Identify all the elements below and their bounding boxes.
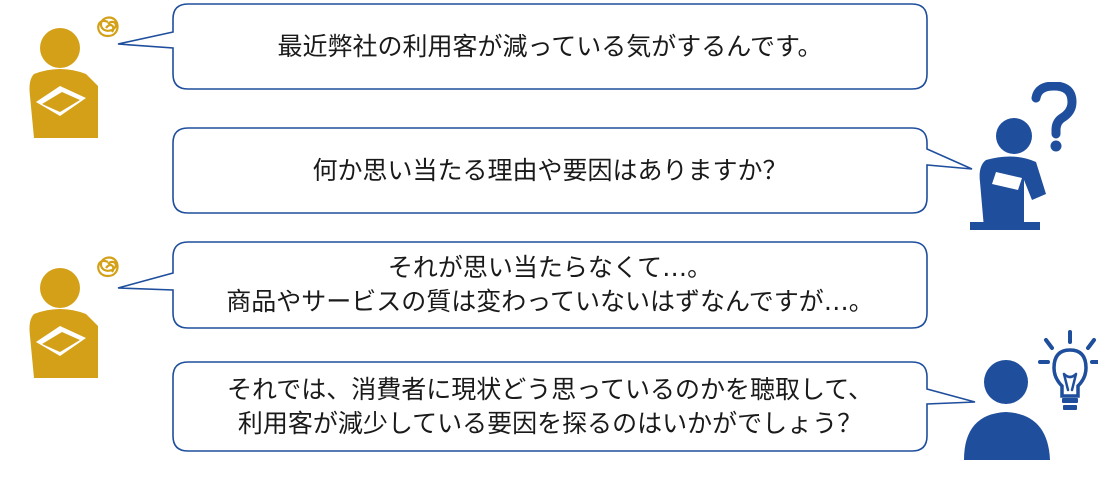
scribble-thought-icon (97, 256, 119, 278)
bubble-4-line-1: それでは、消費者に現状どう思っているのかを聴取して、 (226, 374, 873, 404)
bubble-text-3: それが思い当たらなくて…。 商品やサービスの質は変わっていないはずなんですが…。 (175, 244, 925, 326)
speech-bubble-1 (117, 3, 928, 90)
worried-person-icon-2 (29, 256, 119, 378)
bubble-4-line-2: 利用客が減少している要因を探るのはいかがでしょう？ (237, 408, 863, 438)
speech-bubble-2 (172, 127, 973, 214)
bubble-text-4: それでは、消費者に現状どう思っているのかを聴取して、 利用客が減少している要因を… (175, 364, 925, 449)
speech-bubble-4 (172, 361, 976, 452)
thinking-consultant-icon (970, 82, 1077, 230)
bubble-2-line-1: 何か思い当たる理由や要因はありますか？ (312, 155, 788, 185)
bubble-3-line-2: 商品やサービスの質は変わっていないはずなんですが…。 (226, 287, 874, 316)
worried-person-icon-1 (29, 16, 119, 138)
scribble-thought-icon (97, 16, 119, 38)
bubble-3-line-1: それが思い当たらなくて…。 (387, 253, 713, 282)
bubble-text-2: 何か思い当たる理由や要因はありますか？ (175, 130, 925, 211)
idea-consultant-icon (964, 330, 1098, 460)
lightbulb-icon (1038, 330, 1098, 410)
bubble-text-1: 最近弊社の利用客が減っている気がするんです。 (175, 6, 925, 87)
question-mark-icon (1031, 82, 1077, 152)
bubble-1-line-1: 最近弊社の利用客が減っている気がするんです。 (277, 31, 823, 61)
speech-bubble-3 (117, 241, 928, 329)
